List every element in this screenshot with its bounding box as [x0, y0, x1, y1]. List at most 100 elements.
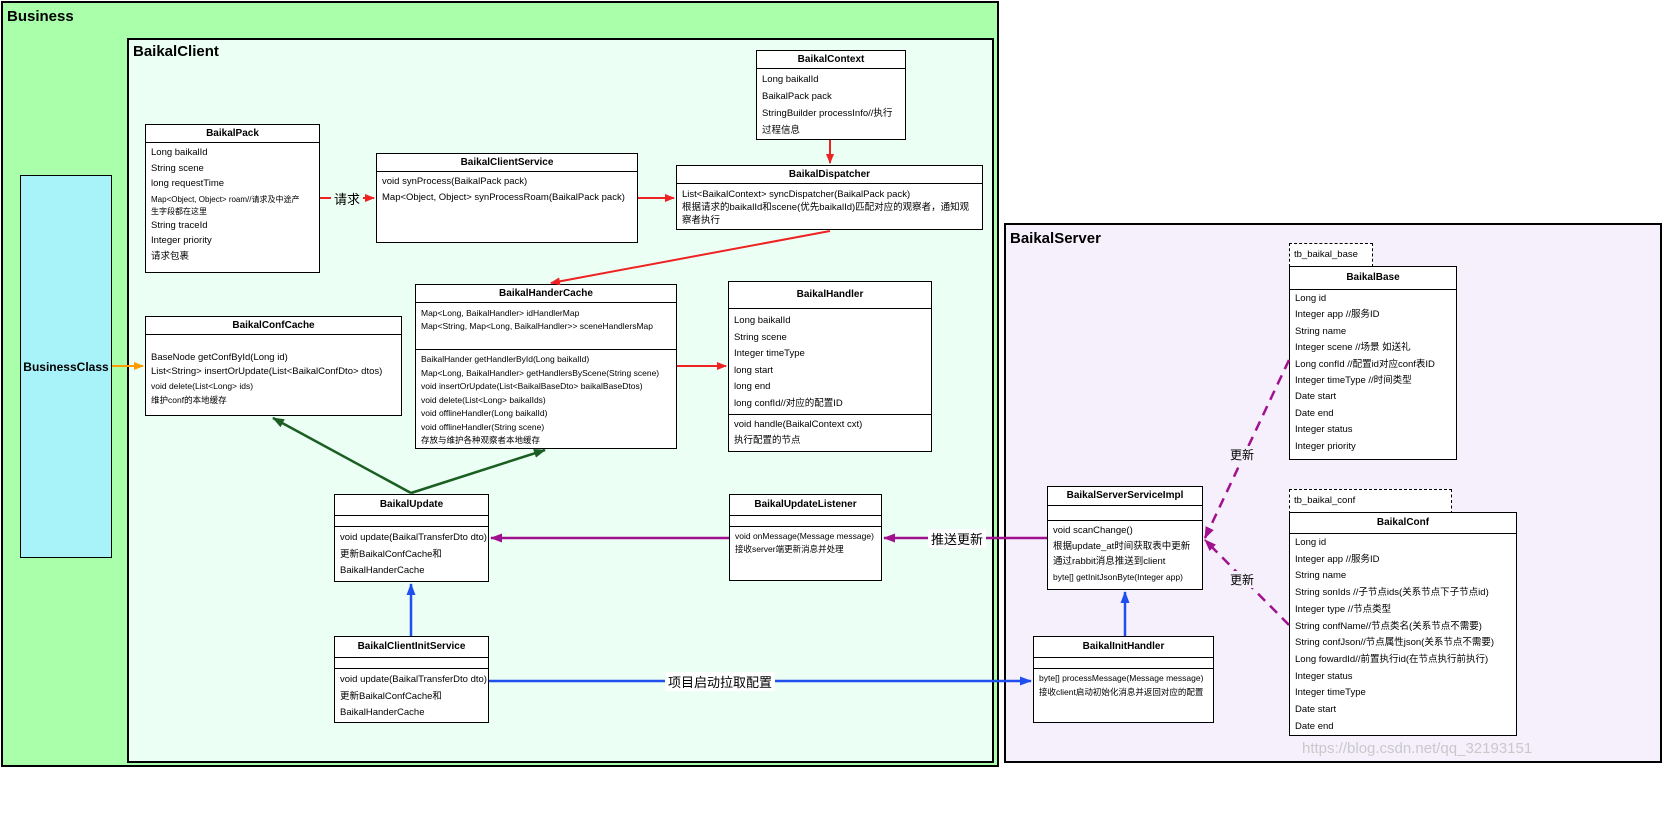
class-title: BaikalInitHandler: [1034, 637, 1213, 658]
class-line: void scanChange(): [1053, 525, 1133, 536]
class-line: Integer priority: [151, 235, 212, 246]
class-title: BaikalPack: [146, 125, 319, 143]
class-line: String scene: [151, 162, 204, 174]
class-line: 存放与维护各种观察者本地缓存: [421, 435, 541, 445]
class-line: Integer timeType: [734, 348, 805, 359]
class-line: 根据update_at时间获取表中更新: [1053, 540, 1191, 552]
class-line: void onMessage(Message message): [735, 531, 874, 541]
table-name: tb_baikal_conf: [1294, 495, 1356, 506]
class-title: BaikalUpdateListener: [730, 495, 881, 516]
baikal-client-service-class: BaikalClientService void synProcess(Baik…: [376, 153, 638, 243]
class-line: BaikalHander getHandlerById(Long baikalI…: [421, 354, 590, 364]
class-line: 维护conf的本地缓存: [151, 395, 227, 405]
class-line: Long baikalId: [734, 315, 791, 326]
class-line: Long confId //配置id对应conf表ID: [1295, 358, 1435, 370]
class-line: 接收client启动初始化消息并返回对应的配置: [1039, 686, 1204, 697]
class-line: StringBuilder processInfo//执行: [762, 108, 893, 119]
class-line: Map<Object, Object> roam//请求及中途产: [151, 194, 300, 204]
class-line: void handle(BaikalContext cxt): [734, 419, 863, 430]
class-title: BaikalConf: [1290, 513, 1516, 534]
class-line: byte[] processMessage(Message message): [1039, 673, 1204, 683]
baikal-update-class: BaikalUpdate void update(BaikalTransferD…: [334, 494, 489, 582]
class-line: void delete(List<Long> ids): [151, 381, 254, 391]
class-line: String confName//节点类名(关系节点不需要): [1295, 620, 1482, 632]
class-line: Map<Object, Object> synProcessRoam(Baika…: [382, 192, 625, 203]
baikal-context-class: BaikalContext Long baikalId BaikalPack p…: [756, 50, 906, 140]
class-line: void synProcess(BaikalPack pack): [382, 176, 528, 187]
class-title: BaikalHandler: [729, 282, 931, 309]
class-title: BaikalClientService: [377, 154, 637, 172]
class-title: BaikalDispatcher: [677, 166, 982, 184]
class-line: 请求包裹: [151, 250, 190, 262]
arrow-update-to-confcache: [272, 416, 412, 495]
class-line: 生字段都在这里: [151, 206, 207, 216]
class-line: Date end: [1295, 720, 1334, 732]
class-line: Integer app //服务ID: [1295, 553, 1380, 565]
class-line: 更新BaikalConfCache和: [340, 548, 442, 560]
class-line: byte[] getInitJsonByte(Integer app): [1053, 571, 1183, 582]
class-line: Date start: [1295, 704, 1337, 716]
class-line: Long baikalId: [151, 147, 208, 158]
class-line: Integer scene //场景 如送礼: [1295, 342, 1411, 354]
class-line: Date start: [1295, 391, 1337, 403]
business-class-label: BusinessClass: [23, 359, 109, 374]
baikal-conf-class: BaikalConf Long id Integer app //服务ID St…: [1289, 512, 1517, 736]
edge-label-update-base: 更新: [1227, 446, 1258, 463]
class-title: BaikalHanderCache: [416, 285, 676, 303]
class-line: Integer status: [1295, 424, 1353, 436]
class-title: BaikalClientInitService: [335, 637, 488, 658]
client-package-title: BaikalClient: [133, 43, 219, 60]
class-line: long start: [734, 364, 774, 376]
class-line: void offlineHandler(String scene): [421, 421, 545, 432]
class-line: 根据请求的baikalId和scene(优先baikalId)匹配对应的观察者，…: [682, 202, 970, 226]
tb-baikal-base-tab: tb_baikal_base: [1289, 243, 1373, 267]
class-line: Integer timeType //时间类型: [1295, 375, 1412, 387]
class-line: Integer type //节点类型: [1295, 603, 1392, 615]
edge-label-update-conf: 更新: [1227, 571, 1258, 588]
class-line: List<String> insertOrUpdate(List<BaikalC…: [151, 366, 383, 377]
class-title: BaikalBase: [1290, 267, 1456, 290]
class-title: BaikalUpdate: [335, 495, 488, 516]
class-line: void delete(List<Long> baikalIds): [421, 394, 546, 405]
baikal-update-listener-class: BaikalUpdateListener void onMessage(Mess…: [729, 494, 882, 581]
class-line: Long fowardId//前置执行id(在节点执行前执行): [1295, 653, 1489, 665]
class-line: 通过rabbit消息推送到client: [1053, 556, 1166, 567]
baikal-init-handler-class: BaikalInitHandler byte[] processMessage(…: [1033, 636, 1214, 723]
class-line: Date end: [1295, 407, 1334, 419]
baikal-pack-class: BaikalPack Long baikalId String scene lo…: [145, 124, 320, 273]
class-line: void update(BaikalTransferDto dto): [340, 674, 487, 685]
class-line: Integer status: [1295, 670, 1353, 682]
watermark: https://blog.csdn.net/qq_32193151: [1302, 740, 1533, 757]
class-title: BaikalServerServiceImpl: [1048, 487, 1202, 506]
class-line: Long id: [1295, 537, 1327, 548]
class-title: BaikalContext: [757, 51, 905, 69]
class-line: String scene: [734, 331, 787, 343]
class-line: long confId//对应的配置ID: [734, 397, 843, 409]
class-line: Integer priority: [1295, 440, 1356, 452]
baikal-server-service-impl-class: BaikalServerServiceImpl void scanChange(…: [1047, 486, 1203, 590]
business-class-box: BusinessClass: [20, 175, 112, 558]
class-line: 过程信息: [762, 125, 801, 136]
class-line: Long id: [1295, 293, 1327, 304]
class-line: void insertOrUpdate(List<BaikalBaseDto> …: [421, 381, 643, 391]
baikal-hander-cache-class: BaikalHanderCache Map<Long, BaikalHandle…: [415, 284, 677, 449]
class-line: 接收server端更新消息并处理: [735, 543, 844, 554]
class-line: Integer app //服务ID: [1295, 309, 1380, 321]
class-line: String sonIds //子节点ids(关系节点下子节点id): [1295, 587, 1489, 599]
class-line: long requestTime: [151, 178, 225, 189]
edge-label-push-update: 推送更新: [928, 529, 987, 548]
class-line: String name: [1295, 325, 1347, 337]
baikal-base-class: BaikalBase Long id Integer app //服务ID St…: [1289, 266, 1457, 460]
class-line: String confJson//节点属性json(关系节点不需要): [1295, 637, 1495, 649]
baikal-handler-class: BaikalHandler Long baikalId String scene…: [728, 281, 932, 452]
class-line: Map<String, Map<Long, BaikalHandler>> sc…: [421, 321, 653, 331]
class-line: Map<Long, BaikalHandler> getHandlersBySc…: [421, 367, 660, 378]
class-line: BaikalHanderCache: [340, 707, 425, 718]
class-line: void update(BaikalTransferDto dto): [340, 532, 487, 543]
tb-baikal-conf-tab: tb_baikal_conf: [1289, 489, 1452, 514]
arrow-update-to-handercache: [410, 448, 546, 495]
class-line: String traceId: [151, 219, 208, 231]
class-line: String name: [1295, 570, 1347, 582]
arrow-dispatcher-to-handercache: [550, 230, 831, 286]
